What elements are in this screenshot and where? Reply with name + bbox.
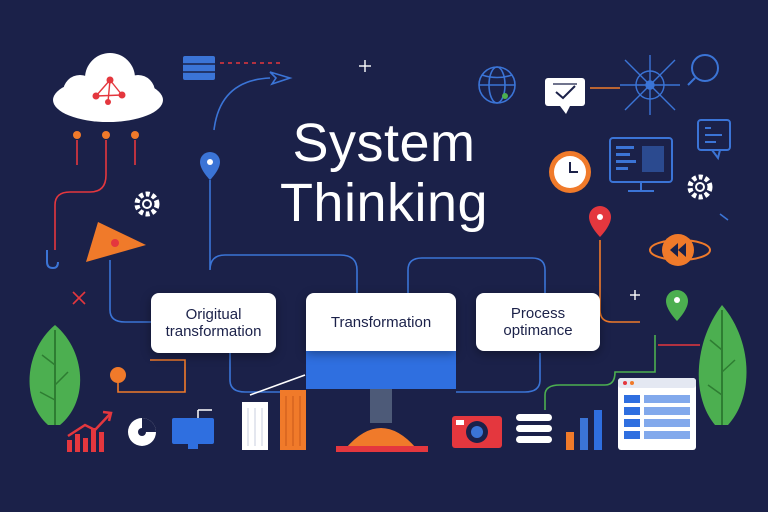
diagram-title-line2: Thinking [279,173,489,233]
leaf-icon [698,305,747,425]
location-pin-icon [200,152,220,180]
node-dot [110,367,126,383]
chat-check-icon [545,78,585,114]
bar-chart-icon [67,410,113,452]
connector-monitor-diag [249,374,306,396]
connector-left-down [229,353,305,393]
connector-right-down [456,353,541,393]
globe-icon [478,66,516,104]
monitor-code-icon [609,137,673,192]
bar-chart-icon [566,410,602,450]
server-icon [183,56,215,80]
pie-icon [128,418,156,446]
rewind-icon [649,234,711,266]
connector-right-loop [407,257,546,293]
sparkle-icon [359,60,640,300]
card-original-transformation: Origitual transformation [151,293,276,353]
document-icon [280,390,306,450]
center-monitor [306,351,456,452]
connector-left-blue [109,260,151,323]
paper-plane-icon [269,71,293,86]
browser-window-icon [618,378,696,450]
hook-icon [46,250,59,270]
gear-icon [134,191,160,217]
card-right-label: Process optimance [503,305,573,339]
chevron-icon [719,213,729,221]
monitor-icon [172,409,214,449]
clock-icon [549,151,591,193]
arrow-triangle-icon [86,222,146,262]
chat-list-icon [697,119,731,161]
cloud-network-icon [53,53,163,139]
location-pin-icon [589,206,611,237]
card-left-label: Origitual transformation [165,306,262,340]
diagram-title-line1: System [292,113,476,173]
card-process-optimance: Process optimance [476,293,600,351]
document-icon [242,402,268,450]
card-center-label: Transformation [330,313,432,331]
connector-left-red [54,140,107,250]
connector-left-orange [117,359,186,393]
camera-icon [452,416,502,448]
card-transformation: Transformation [306,293,456,351]
connector-top-arc [213,77,271,131]
location-pin-icon [666,290,688,321]
connector-lines [54,62,700,410]
network-node-icon [620,55,680,115]
cross-icon [72,291,86,305]
connector-left-loop [209,180,358,295]
database-icon [516,414,552,443]
leaf-icon [29,325,81,425]
search-icon [687,54,719,86]
connector-green [544,335,656,410]
connector-right-orange [599,240,640,323]
gear-icon [687,174,713,200]
